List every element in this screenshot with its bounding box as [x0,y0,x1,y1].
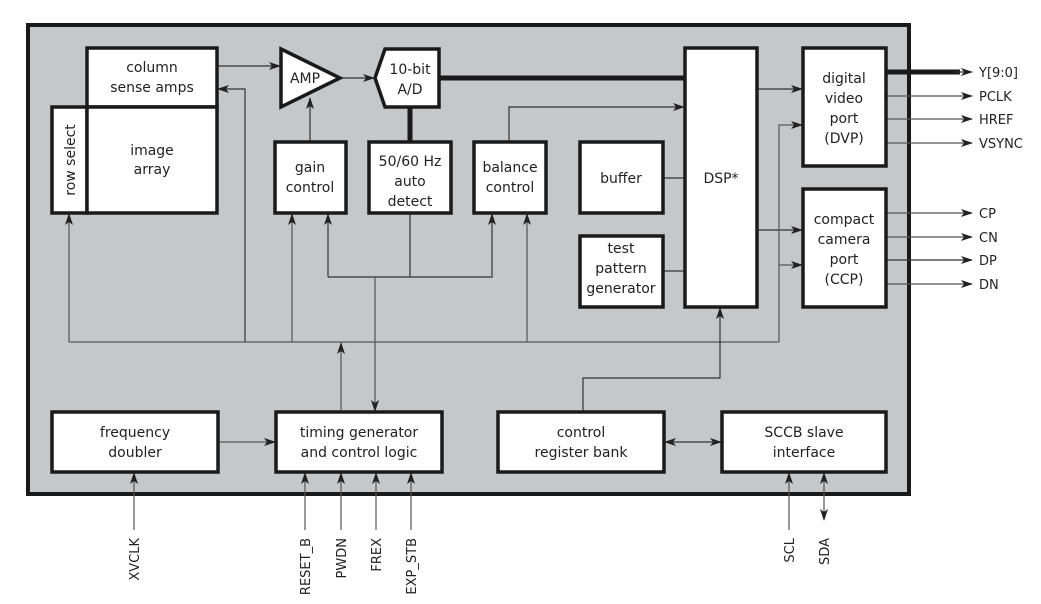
block-label: test [608,241,635,257]
block-label: control [557,425,606,441]
block-label: auto [394,174,426,190]
pin-label: FREX [370,538,385,572]
block-label: buffer [600,171,642,187]
block-label: sense amps [110,80,194,96]
amp-block: AMP [279,46,344,110]
block-label: array [134,162,171,178]
connections [65,62,973,530]
block-label: pattern [595,261,646,277]
block-label: AMP [290,71,320,87]
dsp-block: DSP* [683,46,759,309]
pin-label: HREF [979,113,1014,128]
block-label: port [830,252,859,268]
block-label: A/D [397,82,422,98]
input-pins: XVCLK RESET_B PWDN FREX EXP_STB SCL SDA [128,537,833,595]
block-label: DSP* [703,171,738,187]
block-label: 10-bit [389,62,431,78]
row-select-block: row select [50,105,89,215]
block-label: and control logic [301,445,418,461]
block-label: (DVP) [824,131,863,147]
auto-detect-block: 50/60 Hz auto detect [367,140,453,215]
test-pattern-generator-block: test pattern generator [578,234,665,309]
block-label: detect [388,194,433,210]
block-label: digital [822,71,866,87]
pin-label: PCLK [979,90,1012,105]
frequency-doubler-block: frequency doubler [50,410,220,474]
block-label: (CCP) [825,272,864,288]
block-label: row select [63,124,79,196]
buffer-block: buffer [578,140,665,215]
block-label: compact [814,212,875,228]
balance-control-block: balance control [472,140,548,215]
block-label: column [126,60,178,76]
sccb-slave-interface-block: SCCB slave interface [720,410,888,474]
output-pins: Y[9:0] PCLK HREF VSYNC CP CN DP DN [978,66,1023,293]
ccp-block: compact camera port (CCP) [801,187,888,309]
control-register-bank-block: control register bank [496,410,666,474]
pin-label: SCL [783,537,798,562]
pin-label: SDA [818,538,833,565]
pin-label: Y[9:0] [978,66,1018,81]
block-label: control [286,180,335,196]
pin-label: EXP_STB [405,538,420,595]
timing-generator-block: timing generator and control logic [274,410,444,474]
block-label: interface [773,445,835,461]
block-label: register bank [535,445,629,461]
pin-label: CN [979,231,998,246]
pin-label: DN [979,278,999,293]
pin-label: XVCLK [128,538,143,581]
block-label: video [825,91,863,107]
block-label: timing generator [300,425,418,441]
dvp-block: digital video port (DVP) [801,46,888,168]
block-label: camera [818,232,871,248]
pin-label: DP [979,254,997,269]
block-label: control [486,180,535,196]
pin-label: PWDN [335,538,350,578]
block-label: port [830,111,859,127]
adc-block: 10-bit A/D [373,47,441,109]
block-label: 50/60 Hz [379,154,442,170]
image-array-block: image array [85,105,219,215]
gain-control-block: gain control [273,140,348,215]
column-sense-amps-block: column sense amps [85,46,219,109]
block-label: doubler [108,445,162,461]
block-label: balance [482,160,537,176]
block-label: gain [295,160,325,176]
pin-label: CP [979,207,996,222]
pin-label: RESET_B [299,538,314,595]
pin-label: VSYNC [979,137,1023,152]
block-label: generator [586,281,655,297]
block-label: frequency [100,425,170,441]
block-label: SCCB slave [764,425,843,441]
block-label: image [130,143,174,159]
